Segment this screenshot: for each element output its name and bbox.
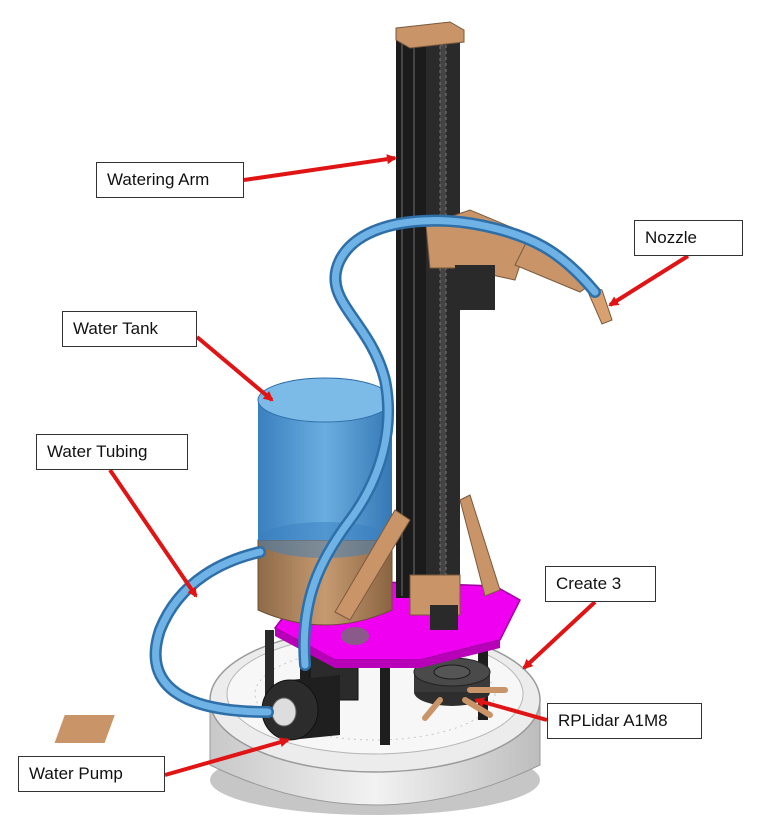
callout-arrows — [108, 154, 690, 777]
arrow-nozzle — [608, 254, 690, 307]
label-water-tank: Water Tank — [62, 311, 197, 347]
arrow-water-pump — [164, 737, 290, 777]
rplidar-sensor — [413, 657, 508, 721]
label-nozzle: Nozzle — [634, 220, 743, 256]
arrow-water-tubing — [108, 468, 198, 598]
arrow-water-tank — [195, 335, 274, 402]
water-pump — [54, 644, 359, 743]
label-water-pump: Water Pump — [18, 756, 165, 792]
watering-arm — [334, 21, 501, 630]
label-watering-arm: Watering Arm — [96, 162, 244, 198]
water-tubing — [149, 214, 601, 718]
arrow-rplidar — [474, 697, 548, 722]
label-water-tubing: Water Tubing — [36, 434, 188, 470]
label-rplidar: RPLidar A1M8 — [547, 703, 702, 739]
label-create3: Create 3 — [545, 566, 656, 602]
water-tank — [257, 377, 393, 626]
arrow-watering-arm — [243, 154, 397, 182]
arrow-create3 — [522, 600, 597, 670]
